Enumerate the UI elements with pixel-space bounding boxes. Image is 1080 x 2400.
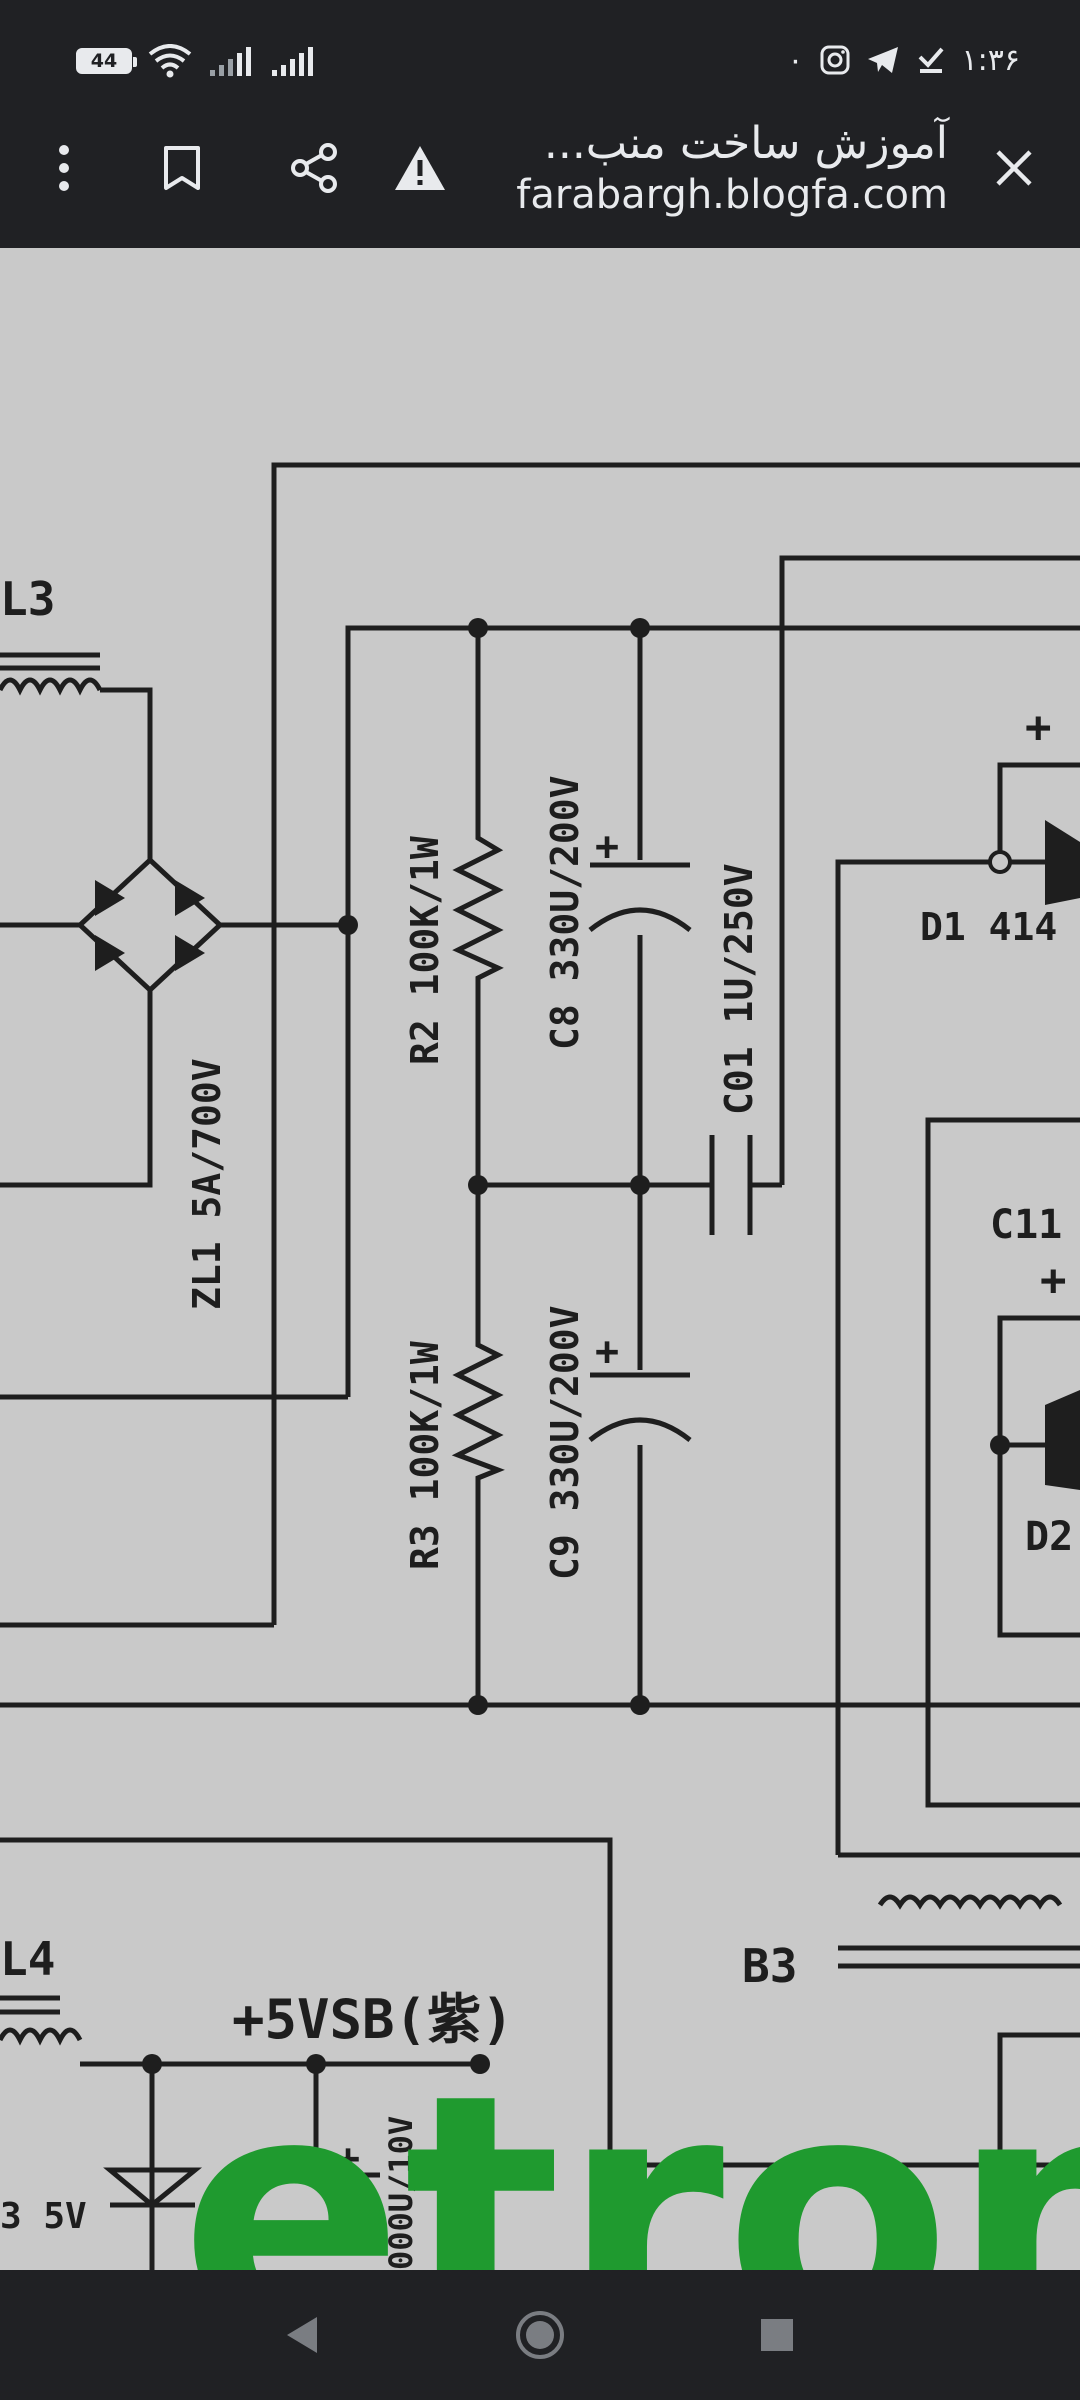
label-d1-plus: + bbox=[1025, 702, 1052, 753]
label-r2: R2 100K/1W bbox=[403, 836, 447, 1065]
security-warning-button[interactable] bbox=[388, 136, 452, 200]
label-c9: C9 330U/200V bbox=[543, 1305, 587, 1580]
close-icon bbox=[996, 150, 1032, 186]
back-button[interactable] bbox=[264, 2298, 338, 2372]
page-title: آموزش ساخت منب... bbox=[543, 118, 948, 169]
schematic-diagram: L3 ZL1 5A/700V R2 100K/1W C8 330U/200V C… bbox=[0, 462, 1080, 2270]
label-zener: 3 5V bbox=[0, 2196, 87, 2237]
label-res-small: .7K bbox=[759, 2203, 799, 2265]
notification-dot: ۰ bbox=[787, 42, 804, 78]
schematic-wires bbox=[0, 462, 1080, 2270]
wifi-icon bbox=[148, 44, 192, 78]
telegram-icon bbox=[867, 47, 898, 73]
navigation-bar bbox=[0, 2270, 1080, 2400]
label-c8: C8 330U/200V bbox=[543, 775, 587, 1050]
label-vsb: +5VSB(紫) bbox=[232, 1988, 514, 2051]
signal-icon-1 bbox=[210, 47, 251, 76]
label-b3: B3 bbox=[742, 1939, 797, 1993]
instagram-icon bbox=[820, 45, 850, 75]
label-vsb-cap-plus: + bbox=[336, 2136, 360, 2182]
label-l3: L3 bbox=[0, 572, 55, 626]
battery-icon: 44 bbox=[76, 48, 137, 74]
status-time: ۱:۳۶ bbox=[961, 42, 1020, 78]
label-zl1: ZL1 5A/700V bbox=[185, 1058, 229, 1310]
home-circle-icon bbox=[516, 2311, 564, 2359]
label-r3: R3 100K/1W bbox=[403, 1341, 447, 1570]
status-right: ۰ ۱:۳۶ bbox=[787, 40, 1020, 80]
more-vert-icon bbox=[59, 145, 69, 191]
schematic-image[interactable]: L3 ZL1 5A/700V R2 100K/1W C8 330U/200V C… bbox=[0, 248, 1080, 2270]
label-c11: C11 bbox=[990, 1202, 1062, 1248]
recents-button[interactable] bbox=[740, 2298, 814, 2372]
home-button[interactable] bbox=[503, 2298, 577, 2372]
watermark-text: etron bbox=[180, 2024, 1080, 2270]
label-l4: L4 bbox=[0, 1932, 55, 1986]
page-url: farabargh.blogfa.com bbox=[516, 172, 948, 218]
label-c9-plus: + bbox=[595, 1329, 619, 1375]
schematic-junctions bbox=[142, 618, 1012, 2175]
status-bar: 44 ۰ ۱:۳۶ bbox=[0, 0, 1080, 120]
warning-icon bbox=[395, 146, 445, 190]
label-c8-plus: + bbox=[595, 824, 619, 870]
label-c01: C01 1U/250V bbox=[717, 863, 761, 1115]
bookmark-icon bbox=[164, 146, 200, 190]
more-menu-button[interactable] bbox=[32, 136, 96, 200]
close-button[interactable] bbox=[982, 136, 1046, 200]
status-left: 44 bbox=[76, 42, 318, 80]
battery-level: 44 bbox=[90, 50, 118, 72]
label-d1: D1 414 bbox=[920, 905, 1057, 949]
back-triangle-icon bbox=[287, 2317, 317, 2353]
download-done-icon bbox=[918, 47, 944, 73]
bookmark-button[interactable] bbox=[150, 136, 214, 200]
label-cap-small: 000U/10V bbox=[382, 2116, 420, 2270]
label-d2: D2 bbox=[1025, 1514, 1073, 1560]
share-icon bbox=[291, 143, 337, 193]
schematic-diodes bbox=[95, 820, 1080, 1490]
recents-square-icon bbox=[761, 2319, 793, 2351]
label-c11-plus: + bbox=[1040, 1255, 1067, 1306]
signal-icon-2 bbox=[272, 47, 313, 76]
share-button[interactable] bbox=[282, 136, 346, 200]
page-info[interactable]: آموزش ساخت منب... farabargh.blogfa.com bbox=[428, 116, 948, 218]
